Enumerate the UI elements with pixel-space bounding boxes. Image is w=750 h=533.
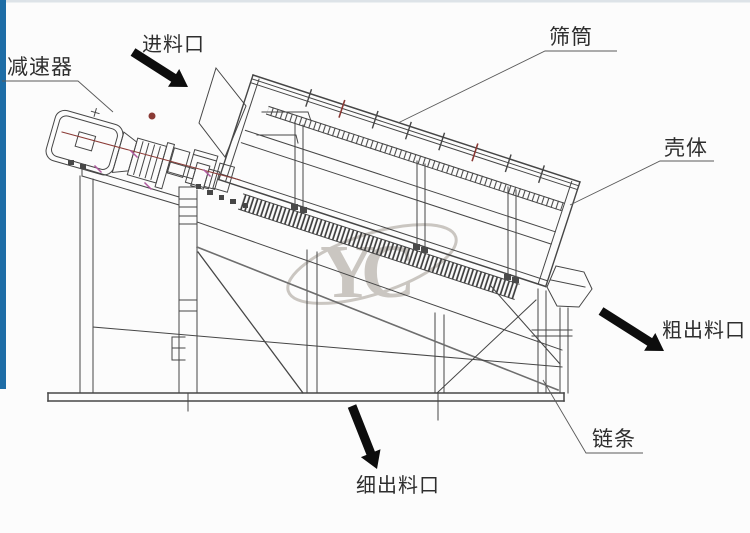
discharge-spout <box>546 265 593 308</box>
top-border <box>0 0 750 3</box>
red-dot-marker <box>148 112 156 120</box>
label-reducer: 减速器 <box>7 55 73 79</box>
drum-support-rings <box>291 121 519 283</box>
chain-leader <box>542 379 643 454</box>
support-frame <box>79 167 573 421</box>
screen-band <box>265 105 565 212</box>
gearbox <box>126 137 168 184</box>
part-labels: 减速器 进料口 筛筒 壳体 粗出料口 链条 细出料口 <box>7 25 746 497</box>
label-chain: 链条 <box>592 427 636 451</box>
base-rail <box>47 392 565 402</box>
machine-drawing <box>45 66 593 421</box>
motor <box>45 107 221 190</box>
flow-arrows <box>130 48 664 469</box>
label-coarse-outlet: 粗出料口 <box>662 319 746 342</box>
feed-inlet-arrow <box>130 48 188 87</box>
reducer-leader <box>2 80 114 113</box>
drum-interior-steps <box>256 111 312 144</box>
label-shell: 壳体 <box>664 136 708 160</box>
screen-drum-leader <box>397 50 617 124</box>
mount-bolts <box>68 160 248 208</box>
chain-band <box>237 193 520 300</box>
top-flange-bolts <box>305 88 546 184</box>
leader-lines <box>2 50 714 454</box>
shell-leader <box>569 160 714 206</box>
label-feed-inlet: 进料口 <box>142 33 205 56</box>
coarse-outlet-arrow <box>598 307 664 351</box>
label-fine-outlet: 细出料口 <box>356 474 440 497</box>
left-accent-bar <box>0 0 6 389</box>
magenta-dimension-ticks <box>93 149 212 191</box>
label-screen-drum: 筛筒 <box>549 25 593 49</box>
fine-outlet-arrow <box>347 404 381 469</box>
feed-chute <box>198 66 247 158</box>
shaft-centerline <box>61 131 241 181</box>
red-bolt-ticks <box>338 99 479 162</box>
drum-casing <box>217 74 581 300</box>
motor-junction-box <box>74 131 97 152</box>
